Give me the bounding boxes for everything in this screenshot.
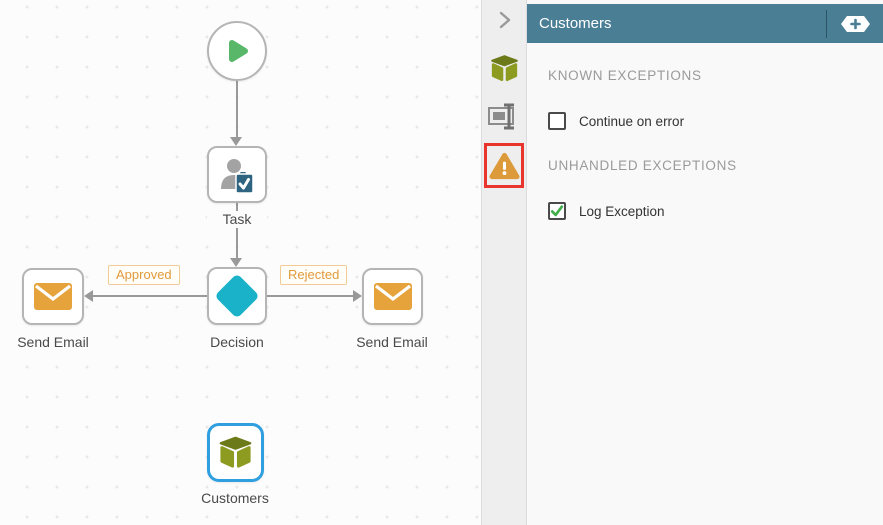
decision-diamond-icon [214,273,260,319]
warning-icon [488,152,520,179]
task-node-label: Task [207,211,267,228]
customers-node[interactable] [207,423,264,482]
arrowhead-decision [230,258,242,267]
continue-on-error-row: Continue on error [548,112,865,130]
play-icon [228,40,248,62]
section-heading-unhandled-exceptions: UNHANDLED EXCEPTIONS [548,158,737,173]
panel-title: Customers [539,15,612,32]
send-email-right-label: Send Email [342,334,442,351]
continue-on-error-label: Continue on error [579,113,685,129]
cube-icon [490,54,518,81]
exceptions-button[interactable] [488,151,521,181]
connector-decision-email-left [91,295,207,297]
collapse-panel-button[interactable] [490,8,518,32]
user-task-icon [221,158,254,194]
cube-icon [219,436,252,468]
log-exception-row: Log Exception [548,202,865,220]
send-email-left-node[interactable] [22,268,84,325]
arrowhead-task [230,137,242,146]
log-exception-label: Log Exception [579,203,665,219]
panel-header: Customers [527,4,883,43]
warning-highlight-box [484,143,524,188]
plus-pill-icon [841,15,870,32]
header-divider [826,9,827,38]
process-canvas[interactable]: Task Decision Approved Rejected Send Ema… [0,0,481,525]
section-heading-known-exceptions: KNOWN EXCEPTIONS [548,68,702,83]
checkmark-icon [550,205,564,217]
side-toolbar [481,0,527,525]
connector-start-task [236,81,238,139]
send-email-right-node[interactable] [362,268,423,325]
decision-node[interactable] [207,267,267,325]
customers-node-label: Customers [185,490,285,507]
node-settings-button[interactable] [488,53,520,83]
connector-decision-email-right [267,295,355,297]
add-expression-button[interactable] [840,15,871,33]
log-exception-checkbox[interactable] [548,202,566,220]
properties-panel: Customers KNOWN EXCEPTIONS Continue on e… [527,0,883,525]
edge-label-approved[interactable]: Approved [108,265,180,285]
envelope-icon [373,283,412,310]
start-node[interactable] [207,21,267,81]
decision-node-label: Decision [192,334,282,351]
arrowhead-email-right [353,290,362,302]
rename-icon [488,103,514,130]
continue-on-error-checkbox[interactable] [548,112,566,130]
envelope-icon [34,283,72,310]
panel-body: KNOWN EXCEPTIONS Continue on error UNHAN… [527,43,883,248]
chevron-right-icon [499,11,511,29]
rename-button[interactable] [487,103,521,130]
task-node[interactable] [207,146,267,203]
send-email-left-label: Send Email [3,334,103,351]
edge-label-rejected[interactable]: Rejected [280,265,348,285]
connector-task-decision [236,203,238,258]
arrowhead-email-left [84,290,93,302]
